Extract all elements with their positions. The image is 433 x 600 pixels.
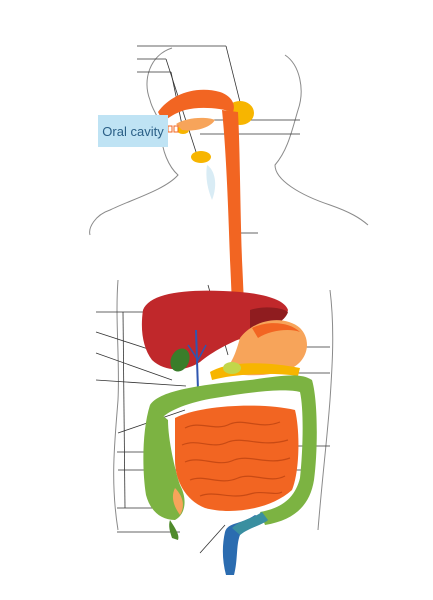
pancreas [210, 362, 300, 380]
body-outline [89, 47, 369, 531]
oral-cavity-label: Oral cavity [98, 115, 168, 147]
trachea [206, 165, 216, 200]
gallbladder [170, 329, 207, 391]
small-intestine [175, 405, 299, 511]
stomach [222, 320, 307, 376]
rectum [222, 512, 268, 575]
salivary-glands [177, 101, 254, 163]
mouth [167, 125, 179, 133]
pharynx-esophagus [158, 89, 248, 340]
large-intestine [143, 375, 317, 540]
